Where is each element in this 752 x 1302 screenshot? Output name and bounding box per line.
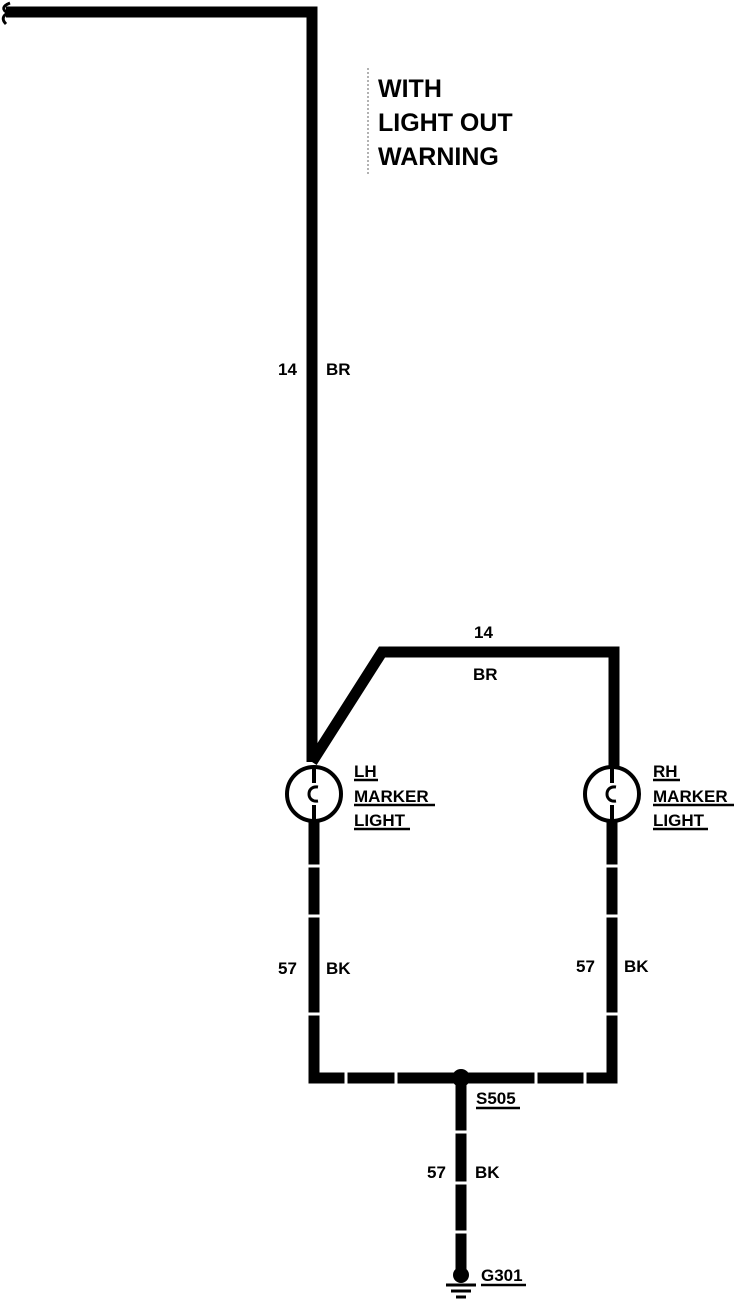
rh-lamp-label: RH MARKER LIGHT [653, 762, 734, 831]
lh-lamp-label-2: MARKER [354, 787, 429, 806]
rh-ground-wire [461, 822, 618, 1084]
main-ground-gauge: 57 [427, 1163, 446, 1182]
ground-label: G301 [481, 1266, 523, 1285]
lh-ground-color: BK [326, 959, 351, 978]
rh-ground-color: BK [624, 957, 649, 976]
branch-wire [307, 646, 620, 768]
dash-gaps [306, 864, 620, 1234]
note-line-3: WARNING [378, 143, 499, 171]
feed-wire-color: BR [326, 360, 351, 379]
lh-lamp-label-1: LH [354, 762, 377, 781]
branch-wire-gauge: 14 [474, 623, 493, 642]
rh-lamp-label-1: RH [653, 762, 678, 781]
branch-wire-color: BR [473, 665, 498, 684]
rh-ground-gauge: 57 [576, 957, 595, 976]
lh-lamp-label-3: LIGHT [354, 811, 406, 830]
feed-wire [6, 6, 318, 762]
note-line-1: WITH [378, 75, 442, 103]
connector-arrow-icon [1, 1, 12, 26]
lh-lamp-label: LH MARKER LIGHT [354, 762, 435, 831]
lh-ground-wire [308, 822, 461, 1084]
main-ground-color: BK [475, 1163, 500, 1182]
splice-dot [452, 1069, 470, 1087]
rh-lamp-label-2: MARKER [653, 787, 728, 806]
feed-wire-gauge: 14 [278, 360, 297, 379]
light-out-warning-note: WITH LIGHT OUT WARNING [367, 68, 513, 175]
rh-marker-lamp-icon [583, 765, 641, 823]
ground-icon [446, 1267, 476, 1299]
rh-lamp-label-3: LIGHT [653, 811, 705, 830]
note-line-2: LIGHT OUT [378, 109, 513, 137]
lh-marker-lamp-icon [285, 765, 343, 823]
lh-ground-gauge: 57 [278, 959, 297, 978]
splice-label: S505 [476, 1089, 516, 1108]
